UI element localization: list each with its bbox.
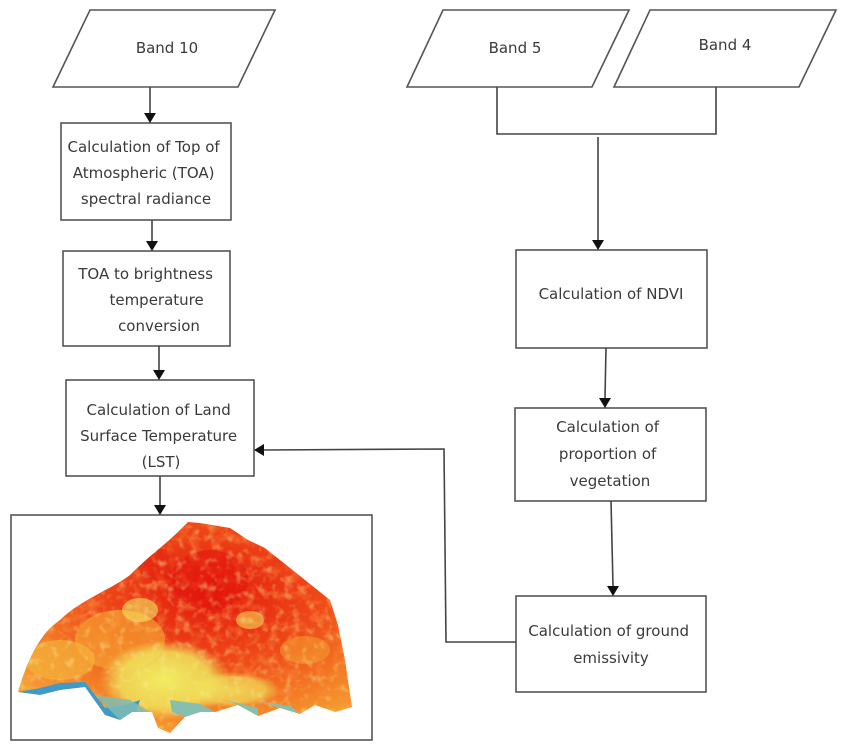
edge-brightness-to-lst [153, 346, 165, 380]
arrowhead [153, 370, 165, 380]
node-band4: Band 4 [612, 9, 838, 88]
node-proportion-vegetation: Calculation of proportion of vegetation [514, 407, 707, 502]
process-box [515, 595, 707, 693]
water-zone [262, 702, 300, 714]
node-brightness-temp: TOA to brightness temperature conversion [62, 250, 231, 347]
edge-proportion-to-emissivity [607, 500, 619, 596]
node-label: Calculation of Land Surface Temperature … [80, 401, 242, 471]
arrowhead [254, 444, 264, 456]
node-lst-map [10, 514, 373, 741]
edge-toa-to-brightness [146, 220, 158, 251]
water-zone [95, 695, 150, 720]
edge-lst-to-map [154, 476, 166, 515]
node-label: Band 5 [489, 39, 542, 57]
water-zone [18, 682, 140, 720]
node-ndvi: Calculation of NDVI [515, 249, 708, 349]
node-label: Band 10 [136, 39, 198, 57]
edge-ndvi-to-proportion [599, 347, 611, 408]
arrowhead [154, 505, 166, 515]
process-box [62, 250, 231, 347]
arrowhead [607, 586, 619, 596]
node-band10: Band 10 [51, 9, 277, 88]
arrowhead [146, 241, 158, 251]
merge-bracket [496, 87, 717, 135]
node-label: Calculation of Top of Atmospheric (TOA) … [68, 138, 225, 208]
arrowhead [599, 398, 611, 408]
node-label: Band 4 [699, 36, 752, 54]
parallelogram-shape [405, 9, 631, 88]
connector-line [604, 347, 607, 399]
process-box [65, 379, 255, 477]
node-ground-emissivity: Calculation of ground emissivity [515, 595, 707, 693]
parallelogram-shape [612, 9, 838, 88]
node-label: Calculation of NDVI [539, 285, 684, 303]
node-toa-radiance: Calculation of Top of Atmospheric (TOA) … [60, 122, 232, 221]
process-box [60, 122, 232, 221]
connector-line [263, 448, 516, 643]
arrowhead [144, 113, 156, 123]
arrowhead [592, 240, 604, 250]
water-zone [170, 700, 215, 717]
edge-emissivity-to-lst [254, 444, 516, 643]
edge-bands-to-ndvi [496, 87, 717, 250]
node-label: TOA to brightness temperature conversion [77, 265, 217, 335]
process-box [514, 407, 707, 502]
node-label: Calculation of ground emissivity [528, 622, 694, 667]
process-box [515, 249, 708, 349]
node-band5: Band 5 [405, 9, 631, 88]
water-zone [225, 700, 258, 716]
node-label: Calculation of proportion of vegetation [556, 418, 664, 490]
parallelogram-shape [51, 9, 277, 88]
edge-band10-to-toa [144, 87, 156, 123]
node-lst: Calculation of Land Surface Temperature … [65, 379, 255, 477]
connector-line [610, 500, 614, 587]
